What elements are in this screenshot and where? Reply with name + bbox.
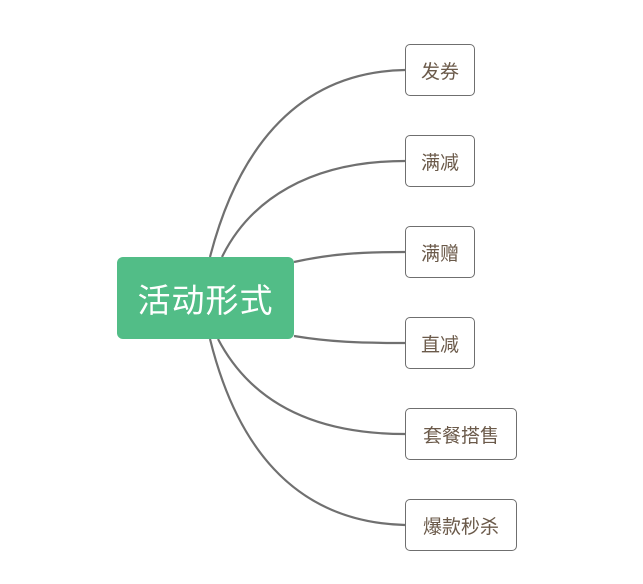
connector-line (293, 334, 406, 345)
child-node-coupon[interactable]: 发券 (405, 44, 475, 96)
child-node-gift-threshold[interactable]: 满赠 (405, 226, 475, 278)
child-node-flash-sale[interactable]: 爆款秒杀 (405, 499, 517, 551)
child-node-label: 满赠 (420, 242, 459, 265)
child-node-label: 直减 (420, 333, 459, 356)
child-node-discount-threshold[interactable]: 满减 (405, 135, 475, 187)
connector-line (293, 250, 406, 264)
connector-line (221, 159, 406, 258)
root-node-label: 活动形式 (137, 281, 274, 320)
child-node-direct-discount[interactable]: 直减 (405, 317, 475, 369)
child-node-label: 发券 (420, 60, 459, 83)
child-node-label: 满减 (420, 151, 459, 174)
child-node-bundle-sale[interactable]: 套餐搭售 (405, 408, 517, 460)
root-node[interactable]: 活动形式 (117, 257, 294, 339)
connector-line (208, 68, 406, 258)
connector-line (217, 338, 406, 436)
child-node-label: 套餐搭售 (422, 424, 499, 447)
connector-line (208, 338, 406, 527)
child-node-label: 爆款秒杀 (422, 515, 499, 538)
